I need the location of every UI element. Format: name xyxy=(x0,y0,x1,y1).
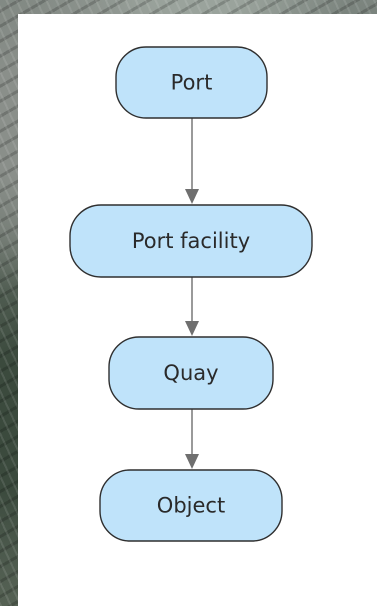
node-label-port: Port xyxy=(171,71,213,95)
node-port[interactable]: Port xyxy=(115,46,268,119)
node-label-port-facility: Port facility xyxy=(132,229,250,253)
node-label-quay: Quay xyxy=(163,361,218,385)
edge-port-facility-to-quay xyxy=(185,277,199,336)
node-quay[interactable]: Quay xyxy=(108,336,274,410)
edge-port-to-port-facility xyxy=(185,118,199,204)
node-label-object: Object xyxy=(157,494,225,518)
node-port-facility[interactable]: Port facility xyxy=(69,204,313,278)
node-object[interactable]: Object xyxy=(99,469,283,542)
edge-quay-to-object xyxy=(185,409,199,469)
